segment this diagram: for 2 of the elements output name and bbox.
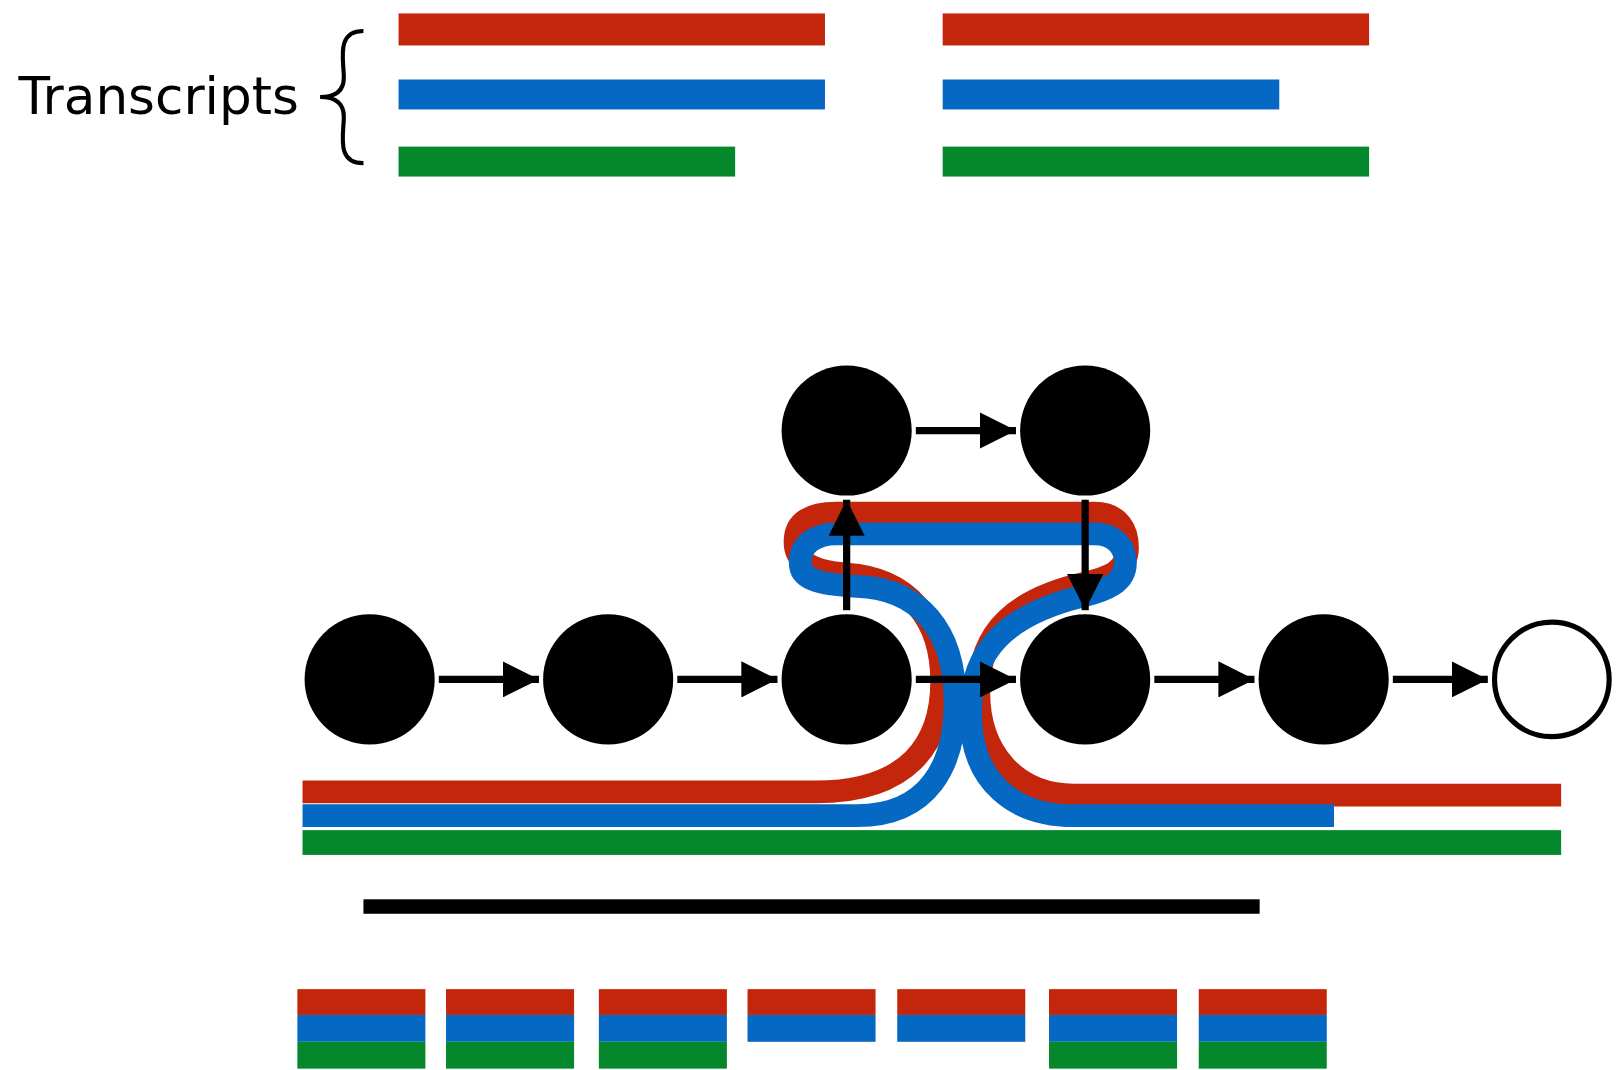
- arrow: [828, 499, 865, 611]
- arrow: [1067, 499, 1104, 611]
